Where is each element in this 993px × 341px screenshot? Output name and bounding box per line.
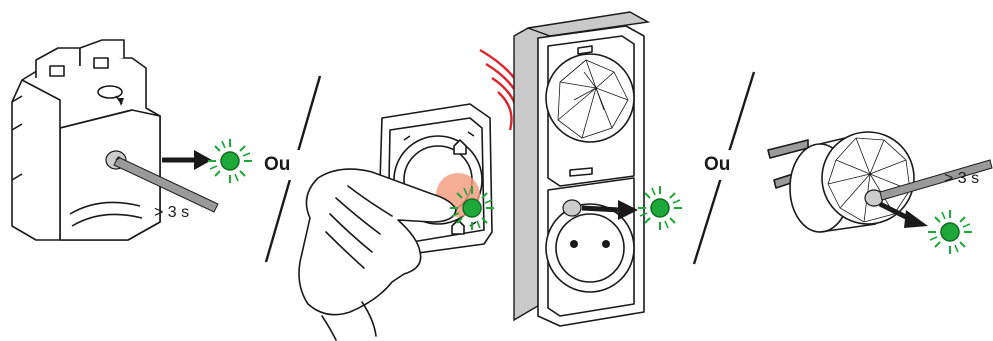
stylus-icon xyxy=(113,156,219,213)
arrow-right-icon xyxy=(878,201,928,228)
or-label-1: Ou xyxy=(264,154,291,175)
green-led-icon xyxy=(927,209,973,255)
green-led-icon xyxy=(207,138,253,184)
duration-label-2: > 3 s xyxy=(944,170,980,187)
arrow-right-icon xyxy=(581,200,638,220)
outlet-socket xyxy=(570,240,610,248)
stylus-icon xyxy=(879,159,993,201)
arrow-right-icon xyxy=(162,150,212,170)
outlet-button[interactable] xyxy=(562,199,582,217)
hand-icon xyxy=(298,168,457,341)
plug-adapter xyxy=(767,131,915,233)
or-label-2: Ou xyxy=(704,154,731,175)
duration-label-1: > 3 s xyxy=(154,204,190,221)
double-outlet xyxy=(537,25,645,327)
din-rail-module xyxy=(11,39,161,241)
faceted-lens xyxy=(557,59,629,139)
